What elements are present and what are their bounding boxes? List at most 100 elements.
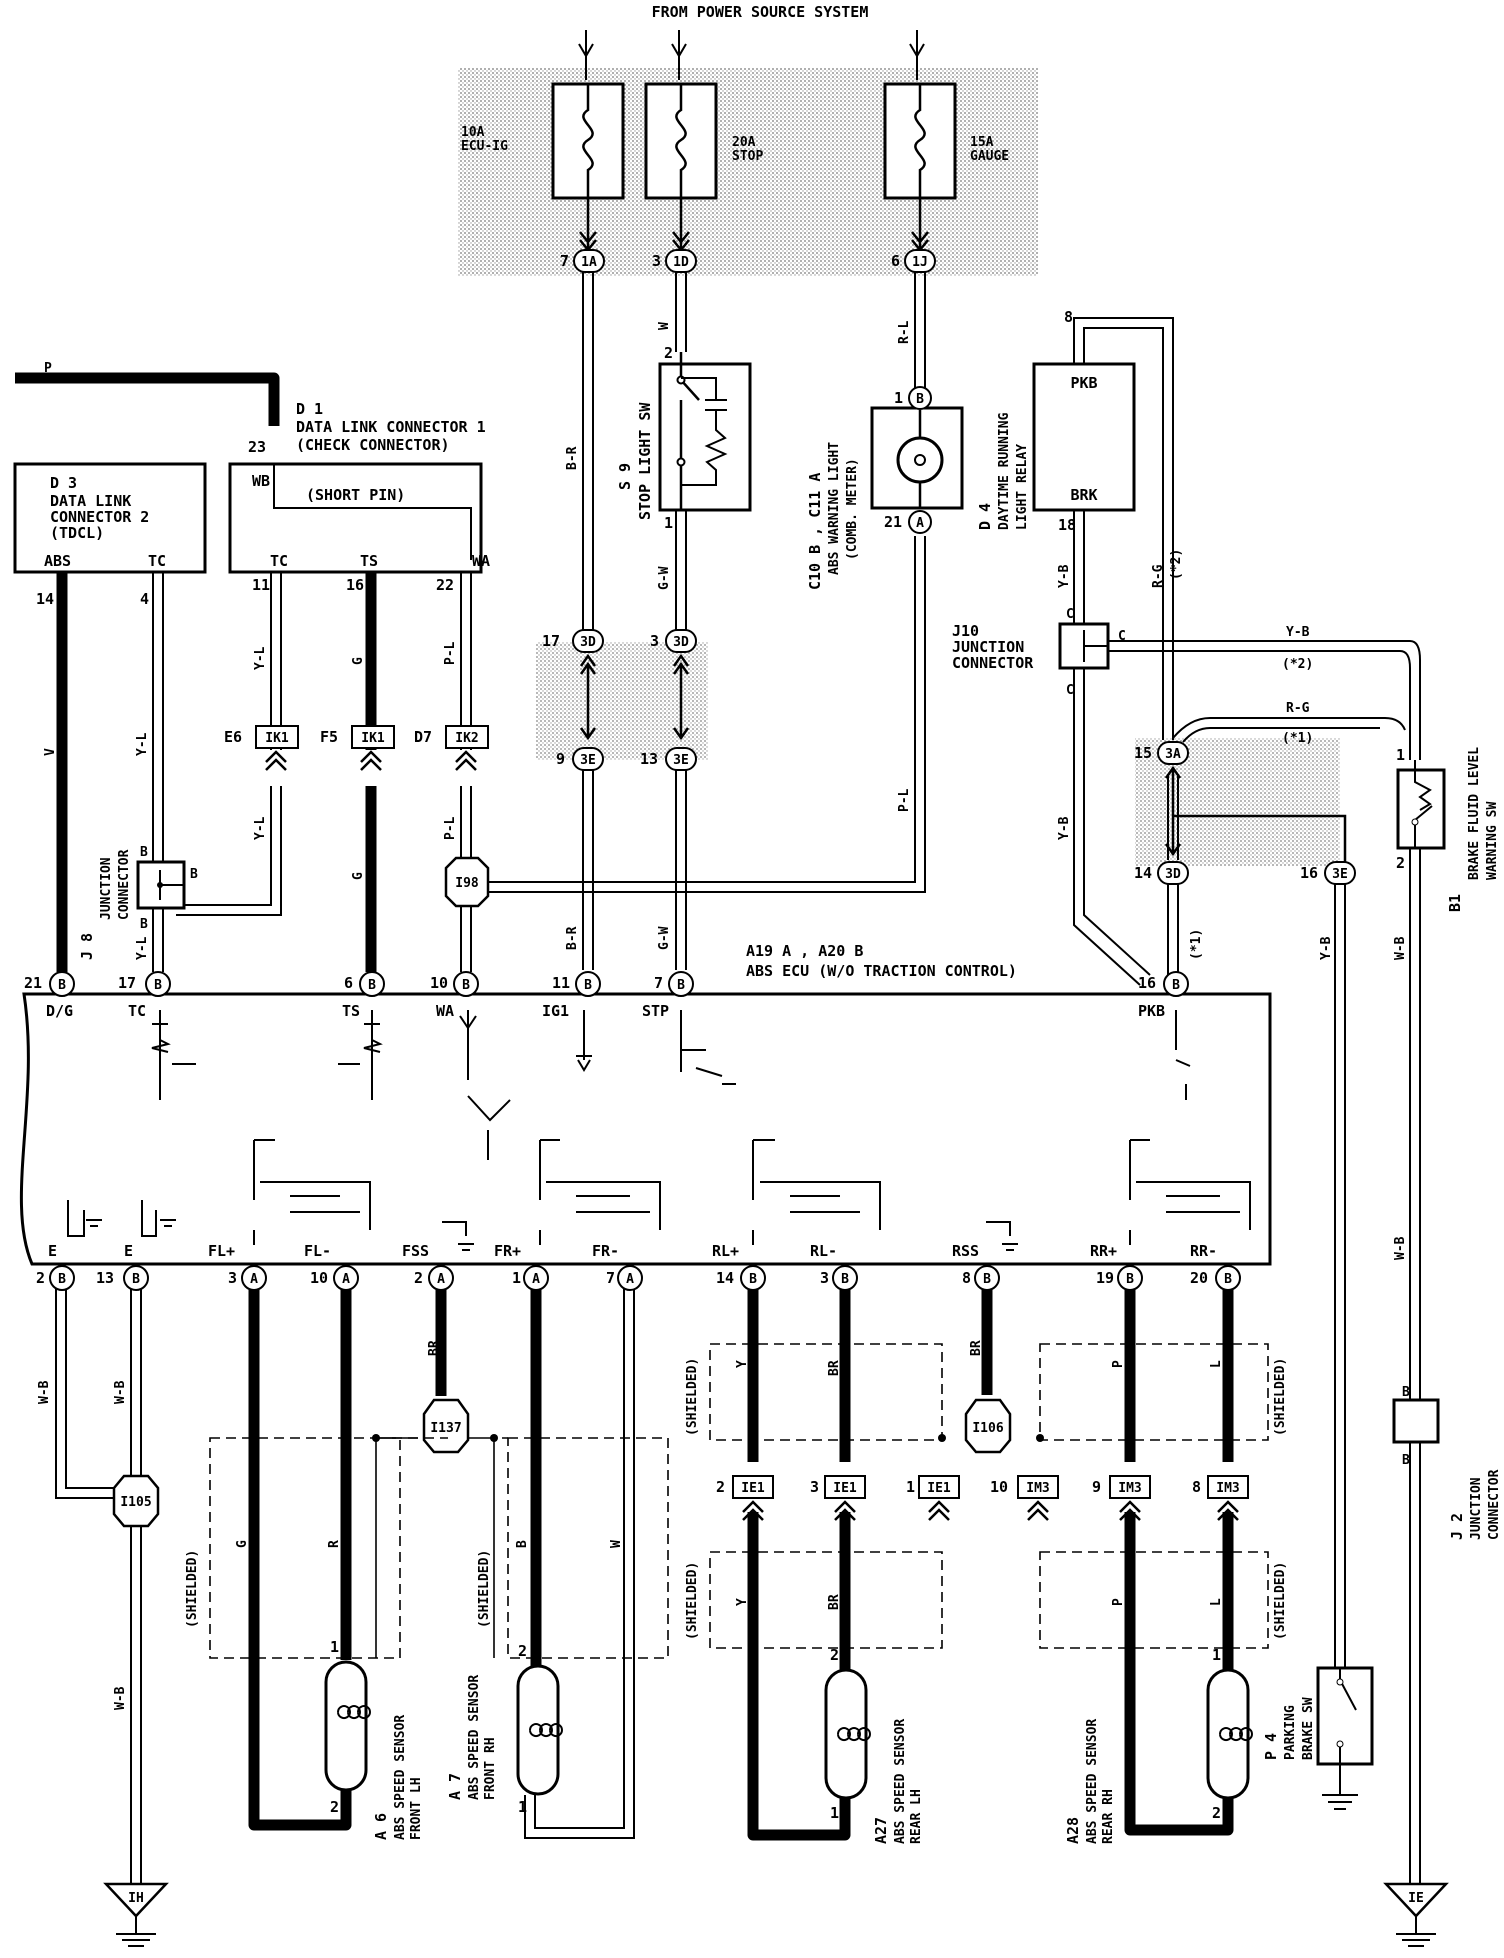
conn-label: IM3 (1216, 1481, 1239, 1496)
sensor-front-lh: 1 2 A 6 ABS SPEED SENSOR FRONT LH (324, 1638, 424, 1840)
conn-label: A (342, 1272, 350, 1287)
conn-label: IK2 (455, 731, 478, 746)
wire-label: G (351, 657, 366, 665)
splice-i105: I105 (112, 1474, 160, 1528)
ecu-pin-label: E (124, 1242, 133, 1260)
wire-label: P-L (897, 788, 912, 812)
wire-label: Y (735, 1360, 750, 1368)
pin-label: 6 (344, 974, 353, 992)
j10-c3: C (1066, 683, 1074, 698)
conn-label: A (626, 1272, 634, 1287)
fuse-gauge-name: GAUGE (970, 149, 1009, 164)
wire-label: Y-B (1057, 564, 1072, 588)
pin-label: 8 (1064, 308, 1073, 326)
pin-label: 3 (820, 1269, 829, 1287)
fuse-stop-name: STOP (732, 149, 763, 164)
wire-label: (*1) (1282, 731, 1313, 746)
ecu-pin-label: D/G (46, 1002, 73, 1020)
fuse-ecu-ig: 10A ECU-IG (461, 82, 625, 200)
conn-label: B (1126, 1272, 1134, 1287)
wire-label: (*1) (1189, 929, 1204, 960)
ecu-pin-label: RR+ (1090, 1242, 1117, 1260)
j10-id: J10 (952, 622, 979, 640)
pin-label: 3 (652, 252, 661, 270)
wire-label: BR (827, 1594, 842, 1610)
shield-label: (SHIELDED) (1273, 1562, 1288, 1640)
fuse-ecu-ig-rating: 10A (461, 125, 485, 140)
pin-label: 1 (894, 389, 903, 407)
pin-label: 14 (36, 590, 54, 608)
pin-label: 3 (810, 1478, 819, 1496)
pin-label: 10 (990, 1478, 1008, 1496)
conn-label: A (437, 1272, 445, 1287)
shield-label: (SHIELDED) (1273, 1358, 1288, 1436)
sensor-pos: REAR LH (909, 1789, 924, 1844)
pin-label: 10 (310, 1269, 328, 1287)
shield-boxes (209, 1343, 1269, 1659)
pin-label: 22 (436, 576, 454, 594)
d3-id: D 3 (50, 474, 77, 492)
drl-relay: PKB BRK 8 18 D 4 DAYTIME RUNNING LIGHT R… (976, 308, 1136, 534)
j2-name2: CONNECTOR (1487, 1469, 1502, 1540)
conn-label: A (916, 516, 924, 531)
conn-label: IE1 (741, 1481, 765, 1496)
wire-label: R-L (897, 320, 912, 344)
ecu-pin-label: TC (128, 1002, 146, 1020)
abs-ecu: A19 A , A20 B ABS ECU (W/O TRACTION CONT… (19, 942, 1272, 1266)
wire-label: P (44, 361, 52, 376)
relay-pkb: PKB (1070, 374, 1097, 392)
wire-label: R (327, 1540, 342, 1548)
wires-double (55, 272, 1421, 1870)
d3-abs: ABS (44, 552, 71, 570)
fuse-gauge-rating: 15A (970, 135, 994, 150)
pin-label: 2 (36, 1269, 45, 1287)
pin-label: 6 (891, 252, 900, 270)
pin-label: 17 (118, 974, 136, 992)
wire-label: W-B (113, 1686, 128, 1710)
d1-wa: WA (472, 552, 490, 570)
abs-light-name: ABS WARNING LIGHT (827, 442, 842, 575)
splice-i98: I98 (444, 856, 490, 908)
wire-label: W (609, 1540, 624, 1548)
j10-c1: C (1066, 607, 1074, 622)
ground-ih: IH (103, 1882, 169, 1947)
ground-label: IE (1408, 1891, 1424, 1906)
brake-fluid-level-switch: 1 2 B1 BRAKE FLUID LEVEL WARNING SW (1396, 746, 1500, 912)
wire-label: G-W (657, 926, 672, 950)
wire-label: Y-L (135, 732, 150, 756)
p4-id: P 4 (1262, 1733, 1280, 1760)
splice-i106: I106 (964, 1398, 1012, 1454)
pin-label: 14 (716, 1269, 734, 1287)
wire-label: BR (827, 1360, 842, 1376)
conn-label: IE1 (833, 1481, 857, 1496)
pin-label: 2 (716, 1478, 725, 1496)
power-arrows (578, 30, 925, 80)
wire-label: W-B (1393, 1236, 1408, 1260)
pin-label: 2 (330, 1798, 339, 1816)
conn-label: B (983, 1272, 991, 1287)
conn-label: 3D (673, 635, 689, 650)
data-link-connector-1: D 1 DATA LINK CONNECTOR 1 (CHECK CONNECT… (228, 400, 490, 594)
j8-name2: CONNECTOR (117, 849, 132, 920)
pin-label: 1 (330, 1638, 339, 1656)
ground-ie-feed (1409, 1870, 1421, 1884)
conn-label: 3D (580, 635, 596, 650)
j2-name: JUNCTION (1469, 1477, 1484, 1540)
ecu-pin-label: RL- (810, 1242, 837, 1260)
ecu-pin-label: FR+ (494, 1242, 521, 1260)
wire-label: Y-L (253, 646, 268, 670)
wires-thick (15, 372, 1234, 1841)
stop-sw-pin-bot: 1 (664, 514, 673, 532)
pin-label: 2 (518, 1642, 527, 1660)
pin-label: 15 (1134, 744, 1152, 762)
data-link-connector-2: D 3 DATA LINK CONNECTOR 2 (TDCL) ABS TC … (13, 462, 207, 608)
relay-name2: LIGHT RELAY (1015, 444, 1030, 530)
splice-label: I106 (972, 1421, 1003, 1436)
ecu-internal (67, 1010, 1251, 1251)
conn-label: B (1172, 978, 1180, 993)
wire-label: P (1111, 1360, 1126, 1368)
ecu-top-pins: B 21 D/G B 17 TC B 6 TS B 10 WA B 11 IG1… (24, 971, 1189, 1020)
wire-3a-3e (1173, 814, 1347, 864)
ecu-pin-label: FL+ (208, 1242, 235, 1260)
fuse-stop-rating: 20A (732, 135, 756, 150)
